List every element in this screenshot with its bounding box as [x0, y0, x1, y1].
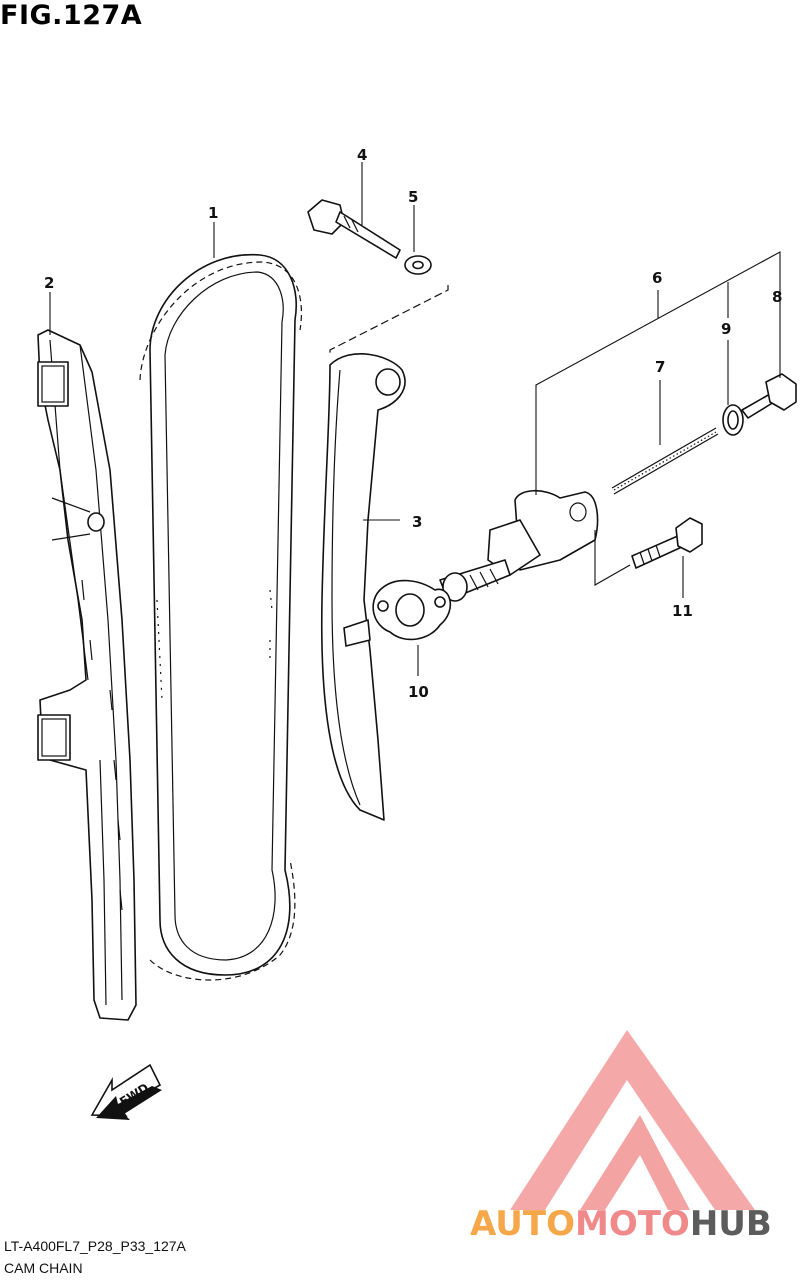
watermark-logo: AUTOMOTOHUB — [470, 1030, 772, 1244]
callout-2: 2 — [44, 274, 54, 292]
callout-7: 7 — [655, 358, 665, 376]
assembly-line-bolt — [329, 285, 449, 356]
watermark-auto: AUTO — [470, 1204, 575, 1244]
footer-diagram-name: CAM CHAIN — [4, 1260, 83, 1276]
part-6-tensioner-body — [439, 489, 599, 602]
watermark-hub: HUB — [690, 1204, 772, 1244]
forward-direction-arrow: FWD — [90, 1063, 162, 1120]
callout-6: 6 — [652, 269, 662, 287]
part-10-gasket — [372, 579, 452, 641]
callout-10: 10 — [408, 683, 429, 701]
callout-5: 5 — [408, 188, 418, 206]
part-8-cap-bolt — [741, 373, 797, 419]
leader-lines — [49, 162, 781, 676]
callout-11: 11 — [672, 602, 693, 620]
callout-3: 3 — [412, 513, 422, 531]
part-11-bolt — [631, 517, 703, 569]
part-5-washer — [404, 255, 432, 275]
part-1-cam-chain — [139, 253, 303, 981]
part-4-bolt — [307, 199, 401, 259]
callout-9: 9 — [721, 320, 731, 338]
part-3-tensioner-guide — [320, 353, 406, 821]
part-2-chain-guide — [37, 329, 137, 1021]
watermark-moto: MOTO — [575, 1204, 690, 1244]
callout-1: 1 — [208, 204, 218, 222]
svg-text:AUTOMOTOHUB: AUTOMOTOHUB — [470, 1204, 772, 1244]
callout-8: 8 — [772, 288, 782, 306]
figure-title: FIG.127A — [0, 0, 143, 31]
callout-4: 4 — [357, 146, 367, 164]
part-9-washer — [722, 404, 744, 436]
part-7-spring — [611, 427, 719, 495]
footer-diagram-code: LT-A400FL7_P28_P33_127A — [4, 1238, 186, 1254]
